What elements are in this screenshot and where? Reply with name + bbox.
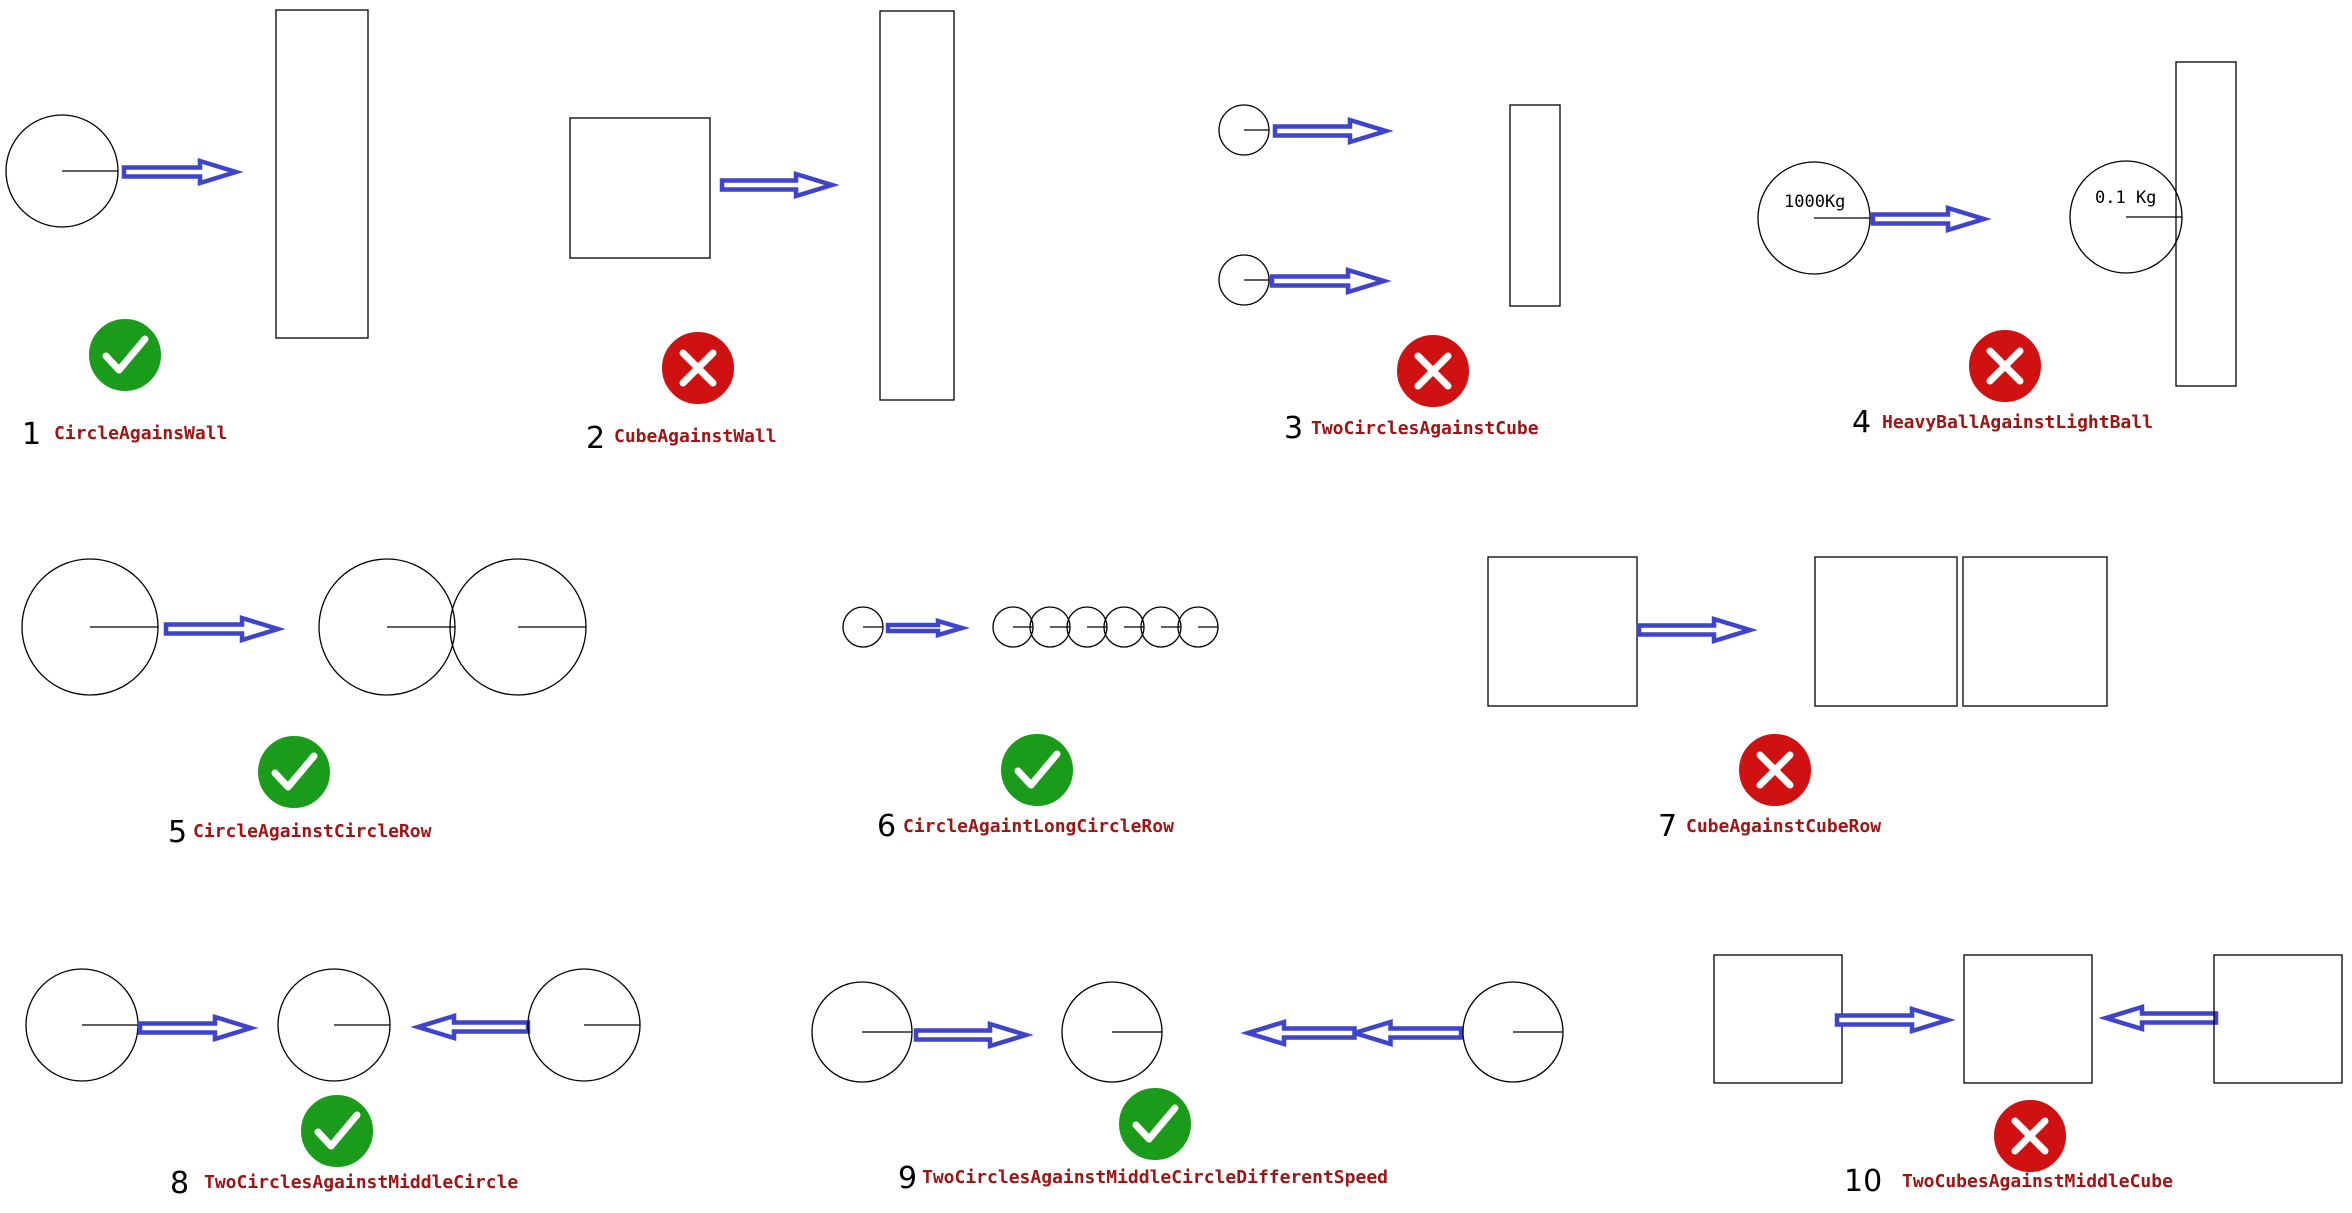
status-check-icon	[299, 1093, 375, 1169]
velocity-arrow-left	[2098, 1003, 2219, 1033]
status-check-icon	[999, 732, 1075, 808]
scenario-number: 4	[1852, 405, 1871, 440]
scenario-name: CircleAgainstCircleRow	[193, 821, 432, 842]
cross-icon	[2011, 1117, 2049, 1155]
velocity-arrow-left-fast	[1240, 1018, 1464, 1048]
check-icon	[314, 1111, 361, 1150]
arrow-shape	[121, 157, 244, 187]
velocity-arrow-left	[410, 1012, 531, 1042]
scenario-name: TwoCirclesAgainstMiddleCircleDifferentSp…	[922, 1167, 1388, 1188]
wall	[2175, 61, 2237, 387]
check-icon	[102, 335, 149, 374]
status-check-icon	[256, 734, 332, 810]
arrow-shape	[885, 618, 971, 638]
velocity-arrow-right	[137, 1013, 259, 1043]
velocity-arrow-bottom	[1269, 266, 1392, 296]
arrow-shape	[1636, 615, 1758, 645]
arrow-shape	[1870, 204, 1992, 234]
arrow-shape	[137, 1013, 259, 1043]
scenario-number: 9	[898, 1161, 917, 1196]
scenario-1: 1 CircleAgainsWall	[5, 9, 369, 452]
status-cross-icon	[1737, 732, 1813, 808]
arrow-shape	[719, 170, 840, 200]
scenario-3: 3 TwoCirclesAgainstCube	[1218, 104, 1561, 446]
status-check-icon	[87, 317, 163, 393]
left-moving-cube	[1713, 954, 1843, 1084]
arrow-shape	[1269, 266, 1392, 296]
scenario-number: 6	[877, 809, 896, 844]
scenario-number: 2	[586, 421, 605, 456]
status-cross-icon	[1967, 328, 2043, 404]
scenario-name: CubeAgainstCubeRow	[1686, 816, 1881, 837]
scenario-number: 3	[1284, 411, 1303, 446]
scenario-9: 9 TwoCirclesAgainstMiddleCircleDifferent…	[811, 981, 1564, 1196]
cross-icon	[1414, 352, 1452, 390]
check-icon-badge	[299, 1093, 375, 1169]
velocity-arrow-right	[913, 1020, 1034, 1050]
light-ball-mass: 0.1 Kg	[2095, 188, 2156, 208]
middle-cube	[1963, 954, 2093, 1084]
velocity-arrow	[163, 614, 286, 644]
arrow-shape	[1272, 116, 1394, 146]
scenario-6: 6 CircleAgaintLongCircleRow	[842, 606, 1219, 844]
right-moving-cube	[2213, 954, 2343, 1084]
heavy-ball-mass: 1000Kg	[1784, 192, 1845, 212]
scenario-7: 7 CubeAgainstCubeRow	[1487, 556, 2108, 844]
check-icon-badge	[1117, 1086, 1193, 1162]
target-cube	[1509, 104, 1561, 307]
scenario-name: HeavyBallAgainstLightBall	[1882, 412, 2153, 433]
check-icon-badge	[87, 317, 163, 393]
scenario-name: CubeAgainstWall	[614, 426, 777, 447]
check-icon	[1132, 1104, 1179, 1143]
velocity-arrow-top	[1272, 116, 1394, 146]
arrow-shape	[1834, 1005, 1956, 1035]
scenario-4: 1000Kg 0.1 Kg 4 HeavyBallAgainstLightBal…	[1757, 61, 2237, 440]
scenario-8: 8 TwoCirclesAgainstMiddleCircle	[25, 968, 641, 1201]
arrow-shape	[913, 1020, 1034, 1050]
arrow-shape	[1346, 1018, 1464, 1048]
arrow-shape	[163, 614, 286, 644]
scenario-name: TwoCubesAgainstMiddleCube	[1902, 1171, 2173, 1192]
status-cross-icon	[1395, 333, 1471, 409]
arrow-shape	[2098, 1003, 2219, 1033]
scenario-name: CircleAgainsWall	[54, 423, 227, 444]
velocity-arrow	[719, 170, 840, 200]
cross-icon	[1756, 751, 1794, 789]
status-check-icon	[1117, 1086, 1193, 1162]
cross-icon	[1986, 347, 2024, 385]
velocity-arrow	[885, 618, 971, 638]
scenario-number: 5	[168, 815, 187, 850]
scenario-number: 10	[1844, 1164, 1882, 1199]
scenario-name: TwoCirclesAgainstCube	[1311, 418, 1539, 439]
scenario-name: CircleAgaintLongCircleRow	[903, 816, 1174, 837]
arrow-shape-second	[1240, 1018, 1357, 1048]
velocity-arrow-right	[1834, 1005, 1956, 1035]
velocity-arrow	[1870, 204, 1992, 234]
wall	[275, 9, 369, 339]
long-circle-row	[992, 606, 1219, 648]
moving-cube	[1487, 556, 1638, 707]
row-cube-2	[1962, 556, 2108, 707]
cross-icon	[679, 349, 717, 387]
scenario-number: 1	[22, 417, 41, 452]
wall	[879, 10, 955, 401]
velocity-arrow	[1636, 615, 1758, 645]
arrow-shape	[410, 1012, 531, 1042]
scenario-2: 2 CubeAgainstWall	[569, 10, 955, 456]
status-cross-icon	[660, 330, 736, 406]
scenario-number: 8	[170, 1166, 189, 1201]
check-icon	[1014, 750, 1061, 789]
check-icon-badge	[256, 734, 332, 810]
scenario-number: 7	[1658, 809, 1677, 844]
scenario-name: TwoCirclesAgainstMiddleCircle	[204, 1172, 518, 1193]
status-cross-icon	[1992, 1098, 2068, 1174]
moving-cube	[569, 117, 711, 259]
scenario-5: 5 CircleAgainstCircleRow	[21, 558, 587, 850]
scenario-10: 10 TwoCubesAgainstMiddleCube	[1713, 954, 2343, 1199]
check-icon-badge	[999, 732, 1075, 808]
row-cube-1	[1814, 556, 1958, 707]
velocity-arrow	[121, 157, 244, 187]
check-icon	[271, 752, 318, 791]
